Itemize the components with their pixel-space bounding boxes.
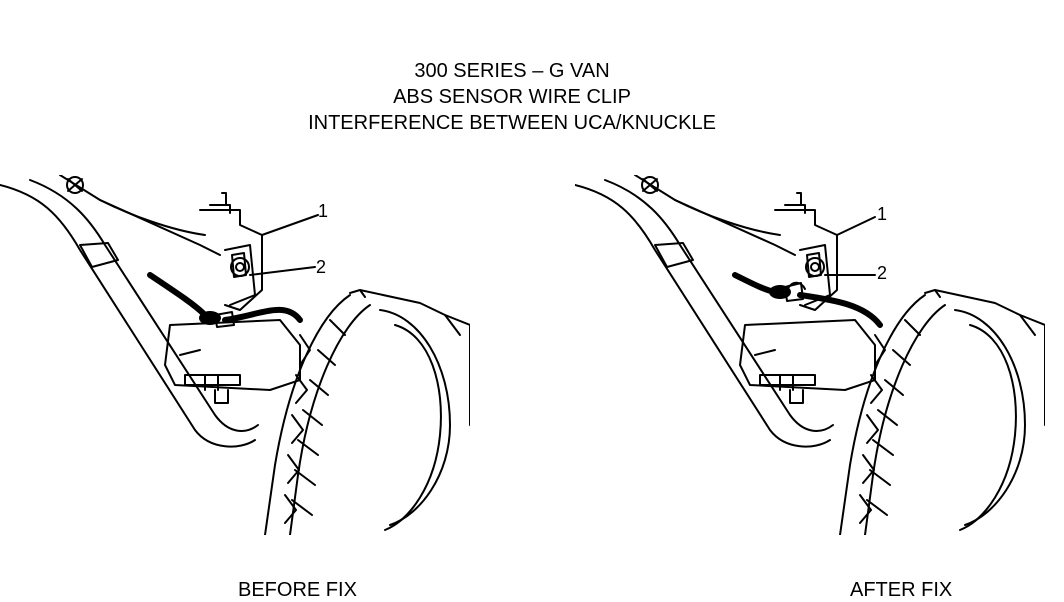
abs-sensor-wire bbox=[732, 272, 883, 328]
callout-leaders bbox=[824, 216, 876, 276]
title-line-3: INTERFERENCE BETWEEN UCA/KNUCKLE bbox=[308, 112, 716, 134]
upper-control-arm bbox=[575, 175, 834, 448]
brake-rotor bbox=[839, 289, 1045, 535]
before-fix-caption: BEFORE FIX bbox=[238, 579, 357, 601]
after-fix-caption: AFTER FIX bbox=[850, 579, 953, 601]
callout-leaders bbox=[249, 214, 319, 276]
knuckle bbox=[164, 319, 301, 404]
callout-2: 2 bbox=[877, 263, 887, 283]
title-line-1: 300 SERIES – G VAN bbox=[414, 60, 610, 82]
brake-rotor bbox=[264, 289, 470, 535]
title-line-2: ABS SENSOR WIRE CLIP bbox=[393, 86, 631, 108]
bracket bbox=[199, 192, 263, 311]
callout-1: 1 bbox=[318, 201, 328, 221]
upper-control-arm bbox=[0, 175, 259, 448]
after-fix-illustration: 1 2 bbox=[575, 175, 1045, 535]
callout-2: 2 bbox=[316, 257, 326, 277]
before-fix-illustration: 1 2 bbox=[0, 175, 470, 535]
callout-1: 1 bbox=[877, 204, 887, 224]
knuckle bbox=[739, 319, 876, 404]
diagram-title: 300 SERIES – G VAN ABS SENSOR WIRE CLIP … bbox=[0, 58, 1024, 136]
